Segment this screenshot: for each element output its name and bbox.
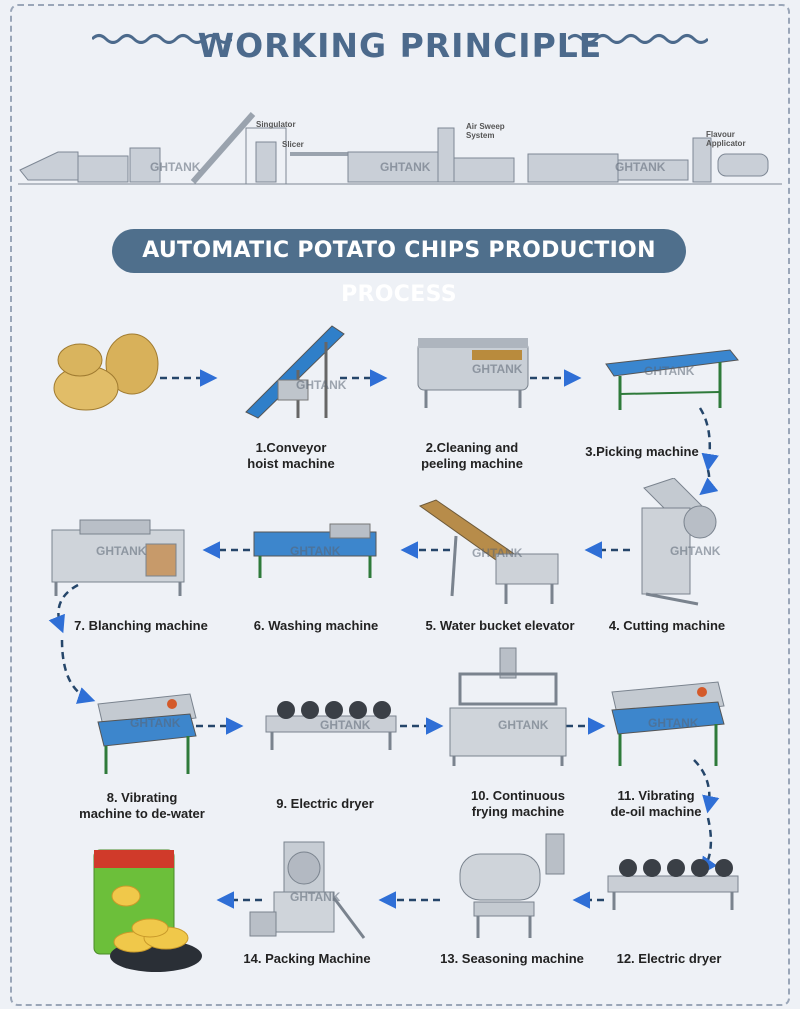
electric-dryer-icon — [607, 859, 739, 910]
watermark: GHTANK — [648, 716, 699, 730]
watermark: GHTANK — [498, 718, 549, 732]
watermark: GHTANK — [296, 378, 347, 392]
watermark: GHTANK — [290, 890, 341, 904]
cutting-machine-icon — [641, 478, 717, 606]
vibrating-dewater-machine-icon — [97, 693, 197, 774]
watermark: GHTANK — [670, 544, 721, 558]
watermark: GHTANK — [130, 716, 181, 730]
watermark: GHTANK — [644, 364, 695, 378]
washing-machine-icon — [253, 523, 377, 578]
continuous-frying-machine-icon — [449, 647, 567, 766]
step-3-label: 3.Picking machine — [585, 444, 699, 459]
step-12-label: 12. Electric dryer — [616, 951, 722, 966]
watermark: GHTANK — [472, 546, 523, 560]
watermark: GHTANK — [320, 718, 371, 732]
cleaning-peeling-machine-icon — [417, 338, 529, 408]
overview-label-slicer: Slicer — [282, 140, 304, 149]
watermark: GHTANK — [96, 544, 147, 558]
conveyor-hoist-icon — [245, 325, 345, 419]
overview-label-air-sweep: Air Sweep System — [466, 122, 505, 140]
overview-label-flavour: Flavour Applicator — [706, 130, 746, 148]
step-5-label: 5. Water bucket elevator — [425, 618, 575, 633]
step-4-label: 4. Cutting machine — [608, 618, 726, 633]
potato-icon — [53, 333, 159, 411]
right-wave-decoration — [568, 34, 708, 44]
process-title-banner: AUTOMATIC POTATO CHIPS PRODUCTION PROCES… — [112, 229, 686, 307]
picking-machine-icon — [605, 349, 739, 410]
packing-machine-icon — [249, 841, 366, 939]
watermark: GHTANK — [290, 544, 341, 558]
step-14-label: 14. Packing Machine — [243, 951, 371, 966]
step-9-label: 9. Electric dryer — [276, 796, 374, 811]
left-wave-decoration — [92, 34, 232, 44]
page-title: WORKING PRINCIPLE — [197, 26, 603, 65]
electric-dryer-icon — [265, 701, 397, 750]
water-bucket-elevator-icon — [418, 499, 559, 604]
seasoning-machine-icon — [459, 833, 565, 938]
step-6-label: 6. Washing machine — [253, 618, 379, 633]
step-13-label: 13. Seasoning machine — [440, 951, 584, 966]
watermark: GHTANK — [472, 362, 523, 376]
blanching-machine-icon — [51, 519, 185, 596]
step-7-label: 7. Blanching machine — [74, 618, 208, 633]
watermark: GHTANK — [615, 160, 666, 174]
page-frame — [10, 4, 790, 1006]
watermark: GHTANK — [150, 160, 201, 174]
production-line-overview — [18, 112, 782, 185]
watermark: GHTANK — [380, 160, 431, 174]
overview-label-singulator: Singulator — [256, 120, 296, 129]
potato-chips-bag-icon — [93, 849, 202, 972]
vibrating-deoil-machine-icon — [611, 681, 725, 766]
